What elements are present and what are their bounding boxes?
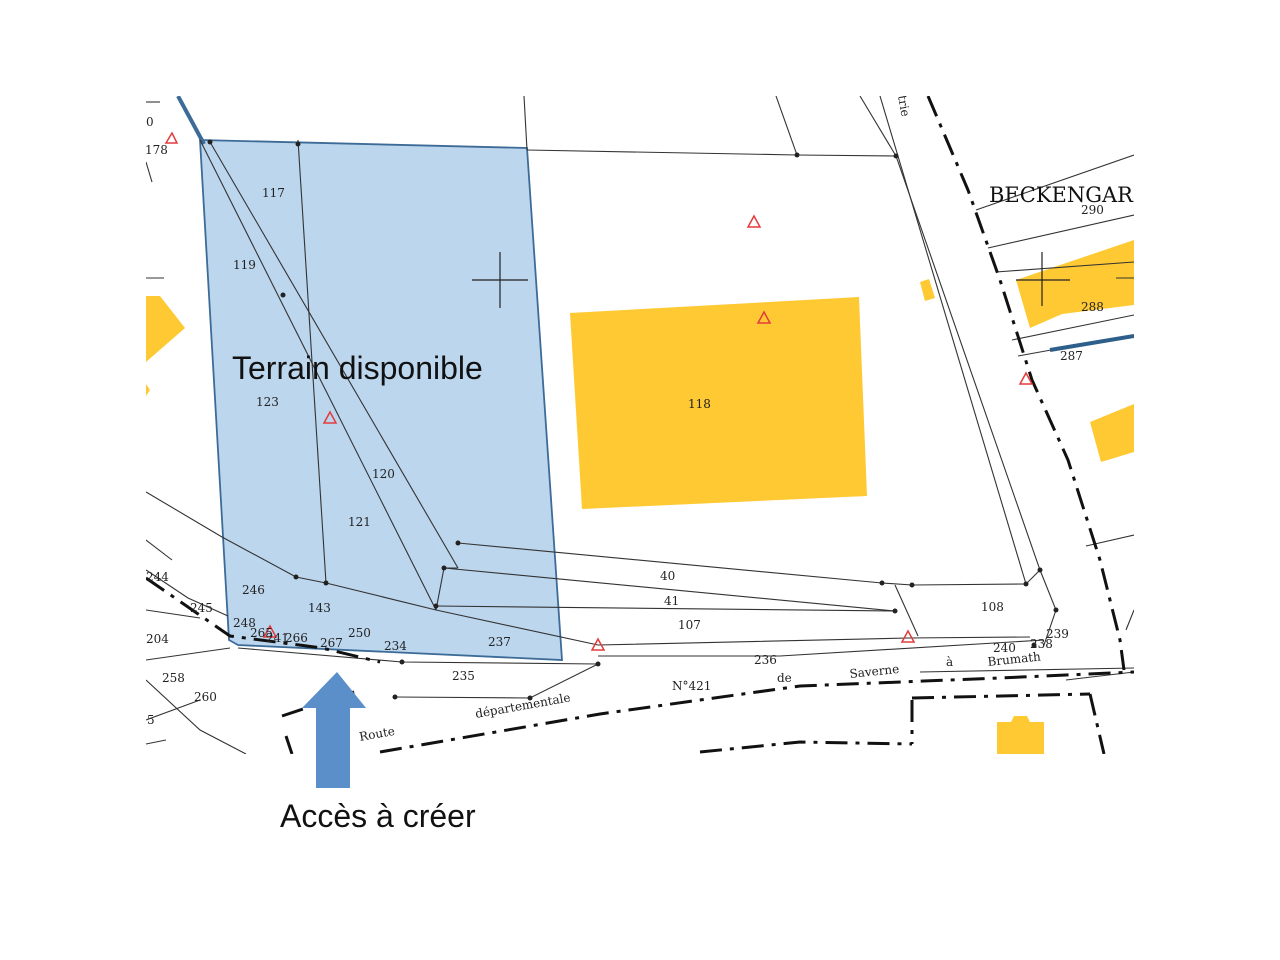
svg-text:241: 241 (266, 631, 289, 645)
svg-text:238: 238 (1030, 637, 1053, 651)
svg-text:143: 143 (308, 601, 331, 615)
svg-text:290: 290 (1081, 203, 1104, 217)
svg-text:204: 204 (146, 632, 169, 646)
svg-text:287: 287 (1060, 349, 1083, 363)
building-left (146, 296, 185, 362)
svg-text:236: 236 (754, 653, 777, 667)
terrain-disponible-label: Terrain disponible (232, 350, 483, 386)
svg-text:265: 265 (250, 626, 273, 640)
svg-text:117: 117 (262, 186, 285, 200)
svg-text:260: 260 (194, 690, 217, 704)
building-left-small (146, 384, 150, 396)
boundary-lines (146, 96, 1134, 754)
svg-text:108: 108 (981, 600, 1004, 614)
survey-markers (164, 131, 1034, 651)
svg-text:266: 266 (285, 631, 308, 645)
svg-text:244: 244 (146, 570, 169, 584)
svg-text:237: 237 (488, 635, 511, 649)
parcel-lines (146, 96, 1134, 754)
place-name: BECKENGAR (989, 183, 1134, 207)
svg-text:à: à (946, 655, 953, 669)
building-small (920, 279, 935, 301)
svg-text:245: 245 (190, 601, 213, 615)
building-right (1090, 404, 1134, 462)
svg-text:235: 235 (452, 669, 475, 683)
svg-text:départementale: départementale (474, 690, 571, 721)
building-118 (570, 297, 867, 509)
svg-text:267: 267 (320, 636, 343, 650)
svg-text:Saverne: Saverne (849, 662, 900, 681)
svg-text:120: 120 (372, 467, 395, 481)
svg-text:240: 240 (993, 641, 1016, 655)
svg-text:41: 41 (664, 594, 679, 608)
svg-text:5: 5 (147, 713, 155, 727)
svg-text:107: 107 (678, 618, 701, 632)
acces-a-creer-label: Accès à créer (280, 798, 476, 834)
svg-text:234: 234 (384, 639, 407, 653)
access-arrow (302, 672, 366, 788)
svg-text:Route: Route (358, 724, 396, 744)
svg-text:0: 0 (146, 115, 154, 129)
svg-text:119: 119 (233, 258, 256, 272)
svg-text:288: 288 (1081, 300, 1104, 314)
svg-text:de: de (777, 671, 792, 685)
svg-text:239: 239 (1046, 627, 1069, 641)
svg-text:258: 258 (162, 671, 185, 685)
svg-text:N°421: N°421 (672, 679, 711, 693)
svg-text:121: 121 (348, 515, 371, 529)
available-land-area (199, 139, 563, 661)
svg-text:178: 178 (145, 143, 168, 157)
svg-text:250: 250 (348, 626, 371, 640)
svg-text:123: 123 (256, 395, 279, 409)
building-288 (1016, 240, 1134, 328)
grid-crosshair (472, 252, 1070, 308)
svg-text:trie: trie (895, 94, 913, 118)
svg-text:118: 118 (688, 397, 711, 411)
building-bottom-right (997, 716, 1044, 754)
svg-text:Brumath: Brumath (987, 649, 1042, 669)
svg-text:248: 248 (233, 616, 256, 630)
vertex-dots (207, 139, 1059, 701)
parcel-labels: 0 178 117 119 123 120 121 143 246 245 24… (145, 115, 1104, 727)
svg-text:246: 246 (242, 583, 265, 597)
svg-text:40: 40 (660, 569, 675, 583)
